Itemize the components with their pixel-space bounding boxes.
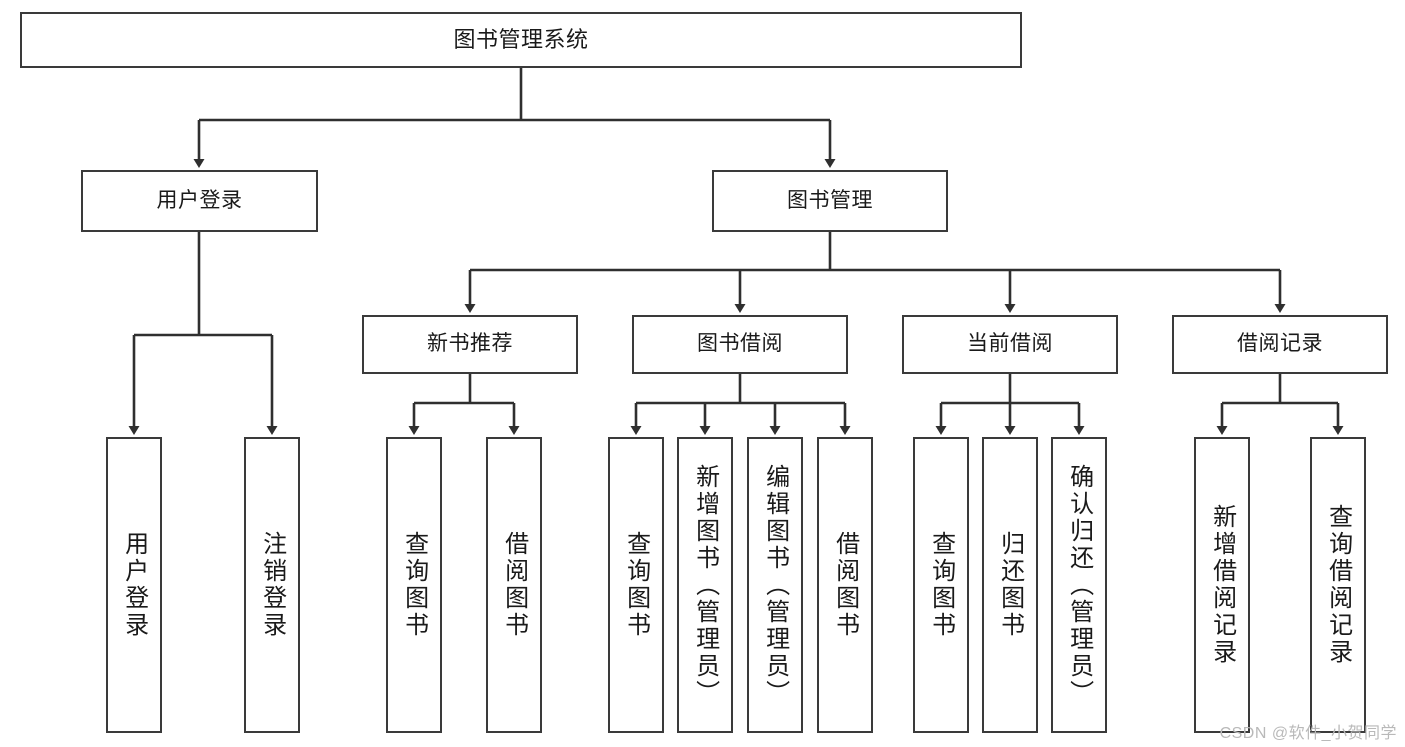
node-label: 图书借阅 xyxy=(697,332,783,356)
node-book-management[interactable]: 图书管理 xyxy=(712,170,948,232)
leaf-record-query-record[interactable]: 查询借阅记录 xyxy=(1310,437,1366,733)
node-label: 查询图书 xyxy=(622,531,650,639)
leaf-borrow-add-book-admin[interactable]: 新增图书（管理员） xyxy=(677,437,733,733)
node-current-borrow[interactable]: 当前借阅 xyxy=(902,315,1118,374)
node-root-system[interactable]: 图书管理系统 xyxy=(20,12,1022,68)
leaf-user-login-logout[interactable]: 注销登录 xyxy=(244,437,300,733)
watermark-text: CSDN @软件_小贺同学 xyxy=(1219,725,1397,742)
node-label: 借阅图书 xyxy=(500,531,528,639)
leaf-record-add-record[interactable]: 新增借阅记录 xyxy=(1194,437,1250,733)
leaf-current-confirm-return-admin[interactable]: 确认归还（管理员） xyxy=(1051,437,1107,733)
leaf-borrow-query-book[interactable]: 查询图书 xyxy=(608,437,664,733)
leaf-borrow-edit-book-admin[interactable]: 编辑图书（管理员） xyxy=(747,437,803,733)
node-label: 查询借阅记录 xyxy=(1324,504,1352,666)
node-label: 确认归还（管理员） xyxy=(1065,463,1093,707)
node-label: 图书管理系统 xyxy=(453,27,589,53)
leaf-recommend-query-book[interactable]: 查询图书 xyxy=(386,437,442,733)
node-label: 当前借阅 xyxy=(967,332,1053,356)
node-label: 注销登录 xyxy=(258,531,286,639)
node-label: 编辑图书（管理员） xyxy=(761,463,789,707)
node-label: 查询图书 xyxy=(400,531,428,639)
node-borrow-record[interactable]: 借阅记录 xyxy=(1172,315,1388,374)
leaf-current-query-book[interactable]: 查询图书 xyxy=(913,437,969,733)
node-label: 归还图书 xyxy=(996,531,1024,639)
node-user-login[interactable]: 用户登录 xyxy=(81,170,318,232)
node-label: 新增图书（管理员） xyxy=(691,463,719,707)
node-label: 用户登录 xyxy=(156,188,243,212)
node-new-book-recommend[interactable]: 新书推荐 xyxy=(362,315,578,374)
node-label: 借阅记录 xyxy=(1237,332,1323,356)
leaf-recommend-borrow-book[interactable]: 借阅图书 xyxy=(486,437,542,733)
node-label: 图书管理 xyxy=(787,188,873,212)
node-book-borrow[interactable]: 图书借阅 xyxy=(632,315,848,374)
leaf-current-return-book[interactable]: 归还图书 xyxy=(982,437,1038,733)
node-label: 新书推荐 xyxy=(427,332,513,356)
node-label: 新增借阅记录 xyxy=(1208,504,1236,666)
leaf-user-login-login[interactable]: 用户登录 xyxy=(106,437,162,733)
node-label: 借阅图书 xyxy=(831,531,859,639)
leaf-borrow-borrow-book[interactable]: 借阅图书 xyxy=(817,437,873,733)
node-label: 用户登录 xyxy=(120,531,148,639)
node-label: 查询图书 xyxy=(927,531,955,639)
